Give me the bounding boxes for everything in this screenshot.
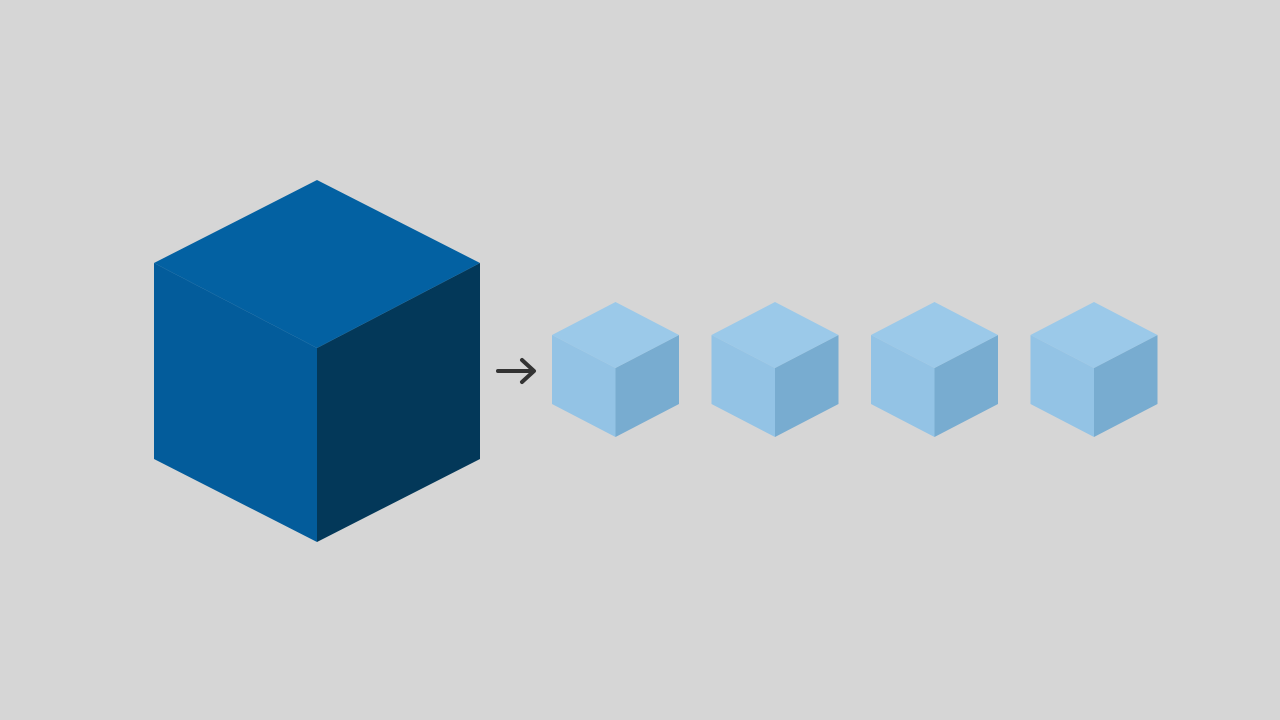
small-cube-left-face	[871, 335, 935, 437]
large-cube-icon	[154, 180, 480, 542]
small-cube-right-face	[775, 335, 839, 437]
small-cube-top-face	[552, 302, 679, 368]
small-cube-icon	[1030, 302, 1158, 437]
small-cube-right-face	[934, 335, 998, 437]
small-cube-top-face	[1030, 302, 1158, 368]
small-cube-top-face	[711, 302, 839, 368]
small-cubes-group	[552, 302, 1158, 437]
small-cube-left-face	[1030, 335, 1094, 437]
small-cube-icon	[711, 302, 839, 437]
large-cube-top-face	[154, 180, 480, 348]
small-cube-left-face	[552, 335, 616, 437]
small-cube-icon	[552, 302, 679, 437]
small-cube-right-face	[615, 335, 679, 437]
small-cube-right-face	[1094, 335, 1158, 437]
small-cube-left-face	[711, 335, 775, 437]
large-cube-left-face	[154, 263, 317, 542]
small-cube-icon	[871, 302, 998, 437]
arrow-right-icon	[496, 358, 536, 384]
small-cube-top-face	[871, 302, 998, 368]
large-cube-right-face	[317, 263, 480, 542]
